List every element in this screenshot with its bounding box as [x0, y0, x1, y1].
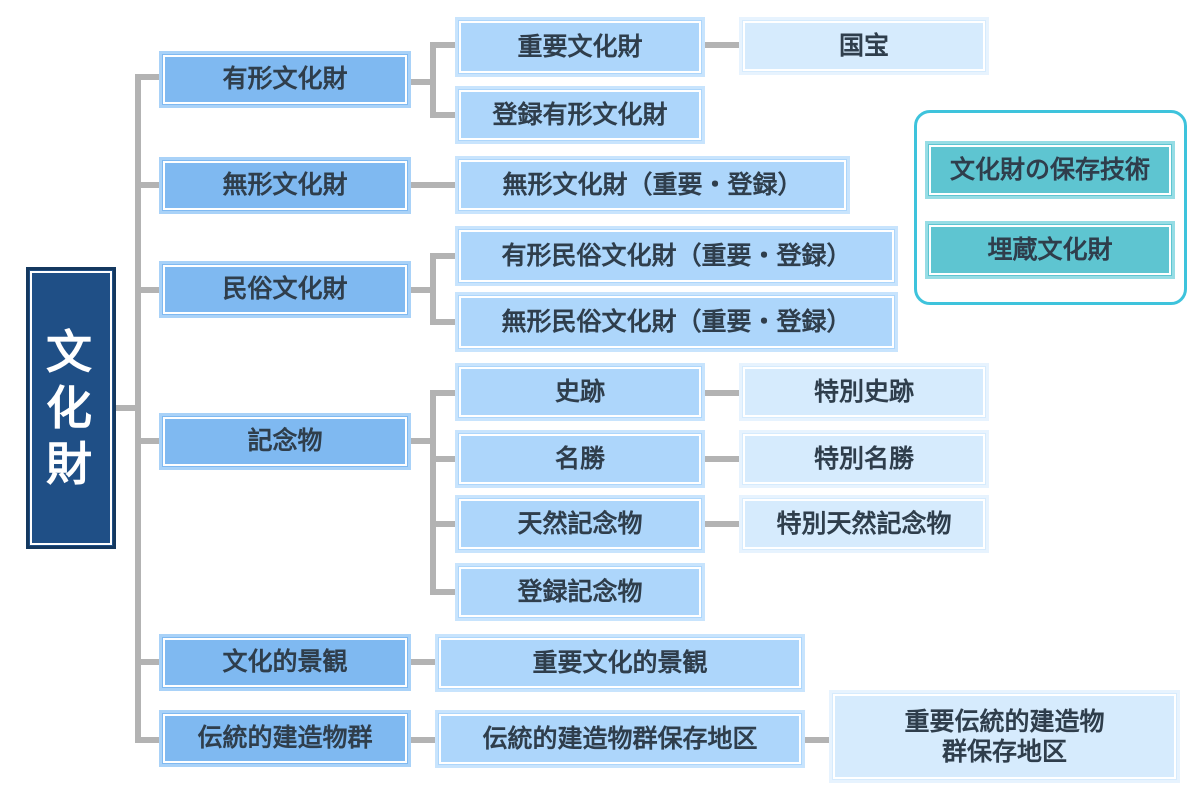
- grade-juyo-dentoteki-hozon-chiku: 重要伝統的建造物 群保存地区: [829, 690, 1180, 783]
- side-hozon-gijutsu: 文化財の保存技術: [925, 141, 1175, 199]
- grade-kokuho: 国宝: [739, 17, 989, 75]
- subtype-tennen-kinenbutsu: 天然記念物: [455, 495, 705, 553]
- subtype-juyo-bunkateki-keikan: 重要文化的景観: [435, 634, 805, 692]
- subtype-mukei-minzoku: 無形民俗文化財（重要・登録）: [455, 292, 898, 352]
- category-mukei-bunkazai: 無形文化財: [159, 157, 411, 214]
- root-bunkazai: 文 化 財: [26, 267, 116, 549]
- subtype-yukei-minzoku: 有形民俗文化財（重要・登録）: [455, 226, 898, 286]
- root-char-2: 化: [46, 380, 96, 435]
- subtype-toroku-kinenbutsu: 登録記念物: [455, 563, 705, 621]
- category-minzoku-bunkazai: 民俗文化財: [159, 261, 411, 318]
- subtype-dentoteki-hozon-chiku: 伝統的建造物群保存地区: [435, 710, 805, 768]
- category-dentoteki-kenzobutsugun: 伝統的建造物群: [159, 710, 411, 767]
- grade-juyo-dentoteki-line-2: 群保存地区: [941, 736, 1067, 766]
- subtype-meisho: 名勝: [455, 430, 705, 488]
- grade-tokubetsu-shiseki: 特別史跡: [739, 363, 989, 421]
- subtype-toroku-yukei-bunkazai: 登録有形文化財: [455, 86, 705, 144]
- category-kinenbutsu: 記念物: [159, 413, 411, 470]
- side-maizo-bunkazai: 埋蔵文化財: [925, 221, 1175, 279]
- subtype-shiseki: 史跡: [455, 363, 705, 421]
- grade-tokubetsu-meisho: 特別名勝: [739, 430, 989, 488]
- subtype-mukei-bunkazai: 無形文化財（重要・登録）: [455, 156, 850, 214]
- root-char-1: 文: [46, 324, 96, 379]
- grade-tokubetsu-tennen-kinenbutsu: 特別天然記念物: [739, 495, 989, 553]
- category-yukei-bunkazai: 有形文化財: [159, 51, 411, 108]
- root-char-3: 財: [46, 437, 96, 492]
- subtype-juyo-bunkazai: 重要文化財: [455, 17, 705, 77]
- category-bunkateki-keikan: 文化的景観: [159, 634, 411, 691]
- grade-juyo-dentoteki-line-1: 重要伝統的建造物: [904, 706, 1105, 736]
